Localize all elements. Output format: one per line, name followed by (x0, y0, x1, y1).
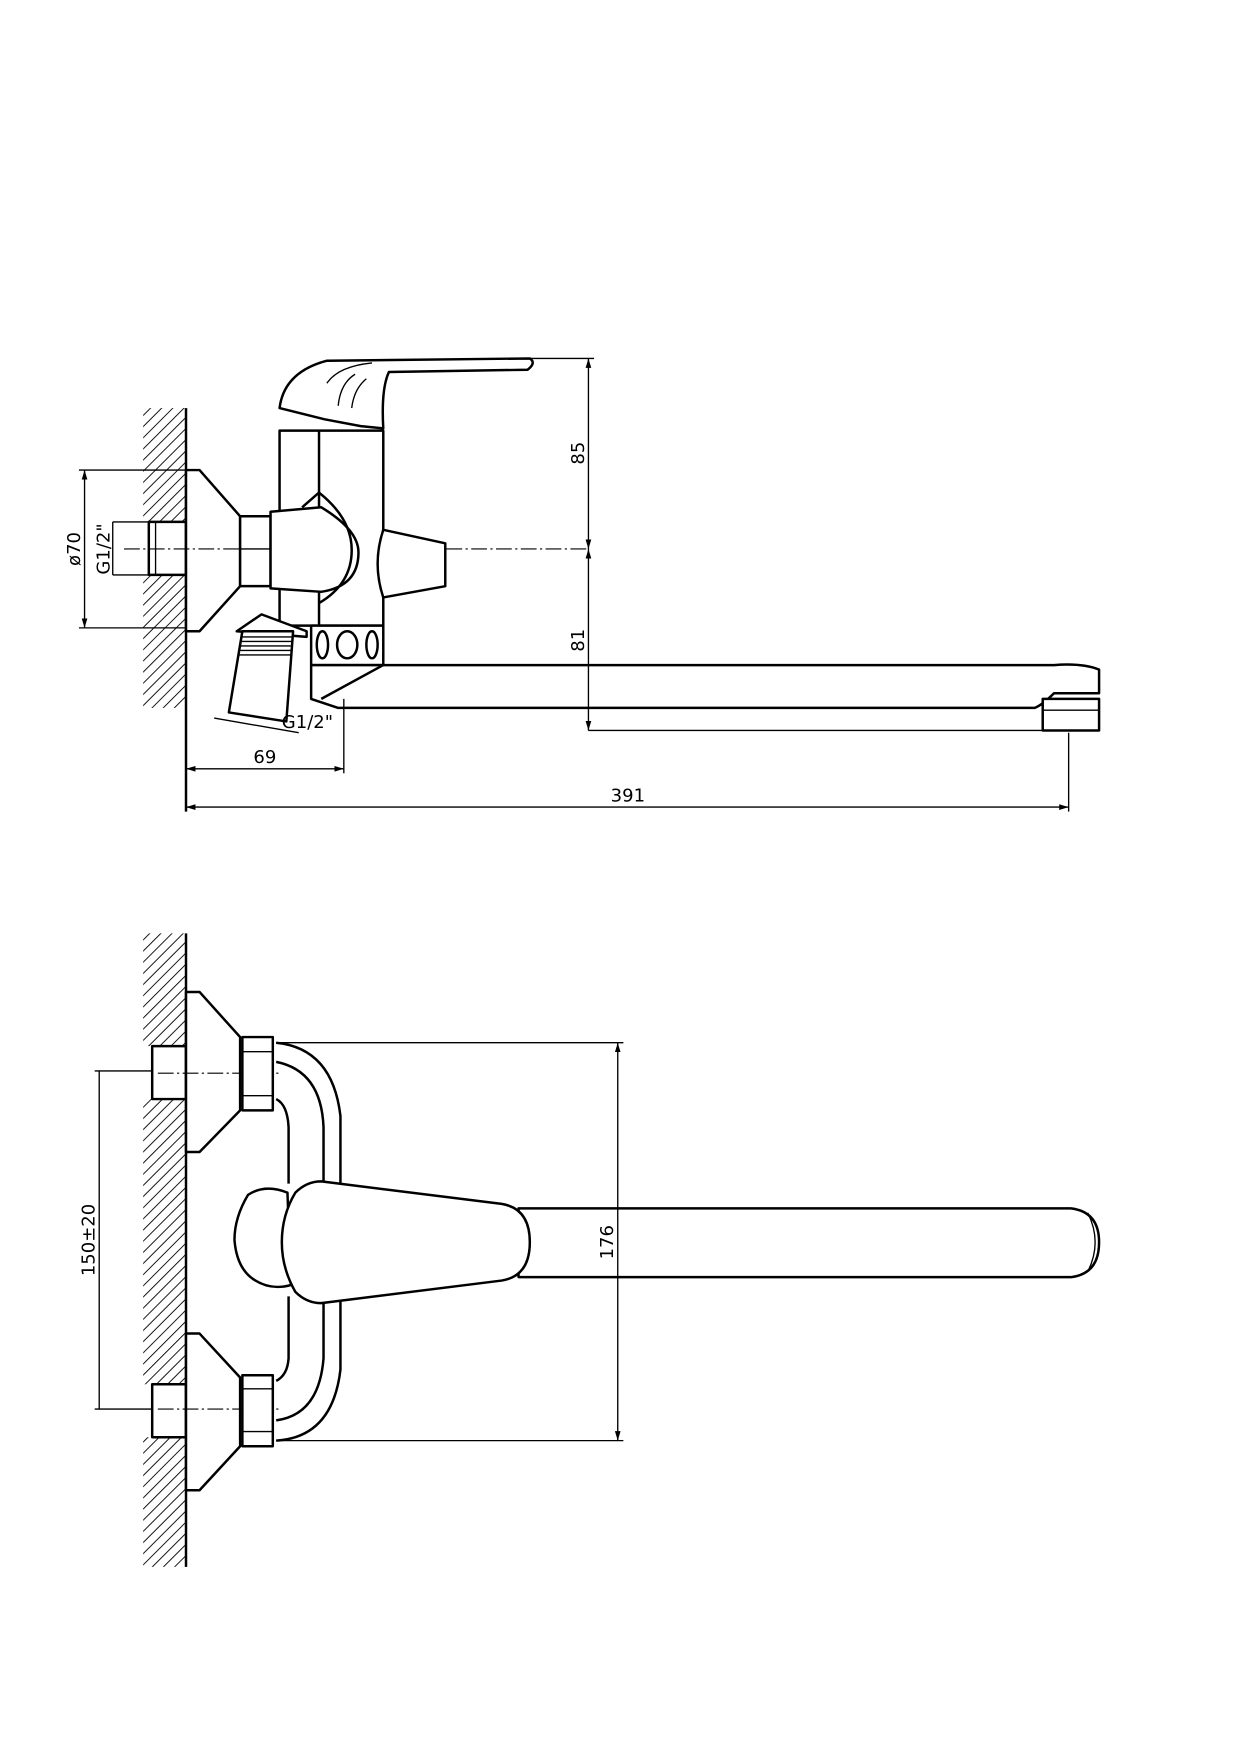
dim-flange-diameter: ø70 (64, 469, 187, 629)
dim-height-81: 81 (568, 548, 1054, 732)
wall-hatch (143, 408, 188, 812)
side-view: ø70 G1/2" G1/2" 85 81 69 391 (64, 357, 1101, 812)
flange-upper (184, 990, 242, 1154)
front-view: 176 150±20 (79, 933, 1101, 1567)
lever-handle (278, 357, 534, 430)
dim-body-height-176: 176 (276, 1042, 624, 1442)
spout (309, 663, 1101, 732)
dim-label-85: 85 (568, 442, 589, 465)
dim-label-391: 391 (611, 785, 645, 806)
dim-label-wall-thread: G1/2" (93, 523, 114, 574)
dim-label-81: 81 (568, 629, 589, 652)
nut-upper (241, 1035, 275, 1112)
wall-hatch (143, 933, 188, 1567)
dim-label-176: 176 (597, 1225, 618, 1259)
mixer-body (269, 429, 447, 627)
dim-label-69: 69 (253, 747, 276, 768)
spout-front (517, 1207, 1101, 1279)
shower-outlet (214, 613, 308, 734)
dim-label-150-20: 150±20 (79, 1204, 100, 1276)
mixer-body-u (275, 1041, 342, 1442)
nut (238, 515, 272, 588)
flange (184, 468, 242, 633)
flange-lower (184, 1332, 242, 1492)
wall-pipe-lower (150, 1383, 188, 1439)
dim-label-o70: ø70 (64, 532, 85, 566)
dim-label-shower-thread: G1/2" (282, 712, 333, 733)
lever-handle-front (280, 1180, 532, 1305)
body-cap (233, 1187, 293, 1289)
dim-wall-thread: G1/2" (93, 521, 149, 576)
dim-length-391: 391 (186, 732, 1070, 812)
spout-ring (309, 624, 385, 667)
dim-height-85: 85 (529, 357, 595, 549)
nut-lower (241, 1374, 275, 1448)
dim-length-69: 69 (186, 698, 345, 774)
dim-inlet-spacing: 150±20 (79, 1070, 153, 1410)
